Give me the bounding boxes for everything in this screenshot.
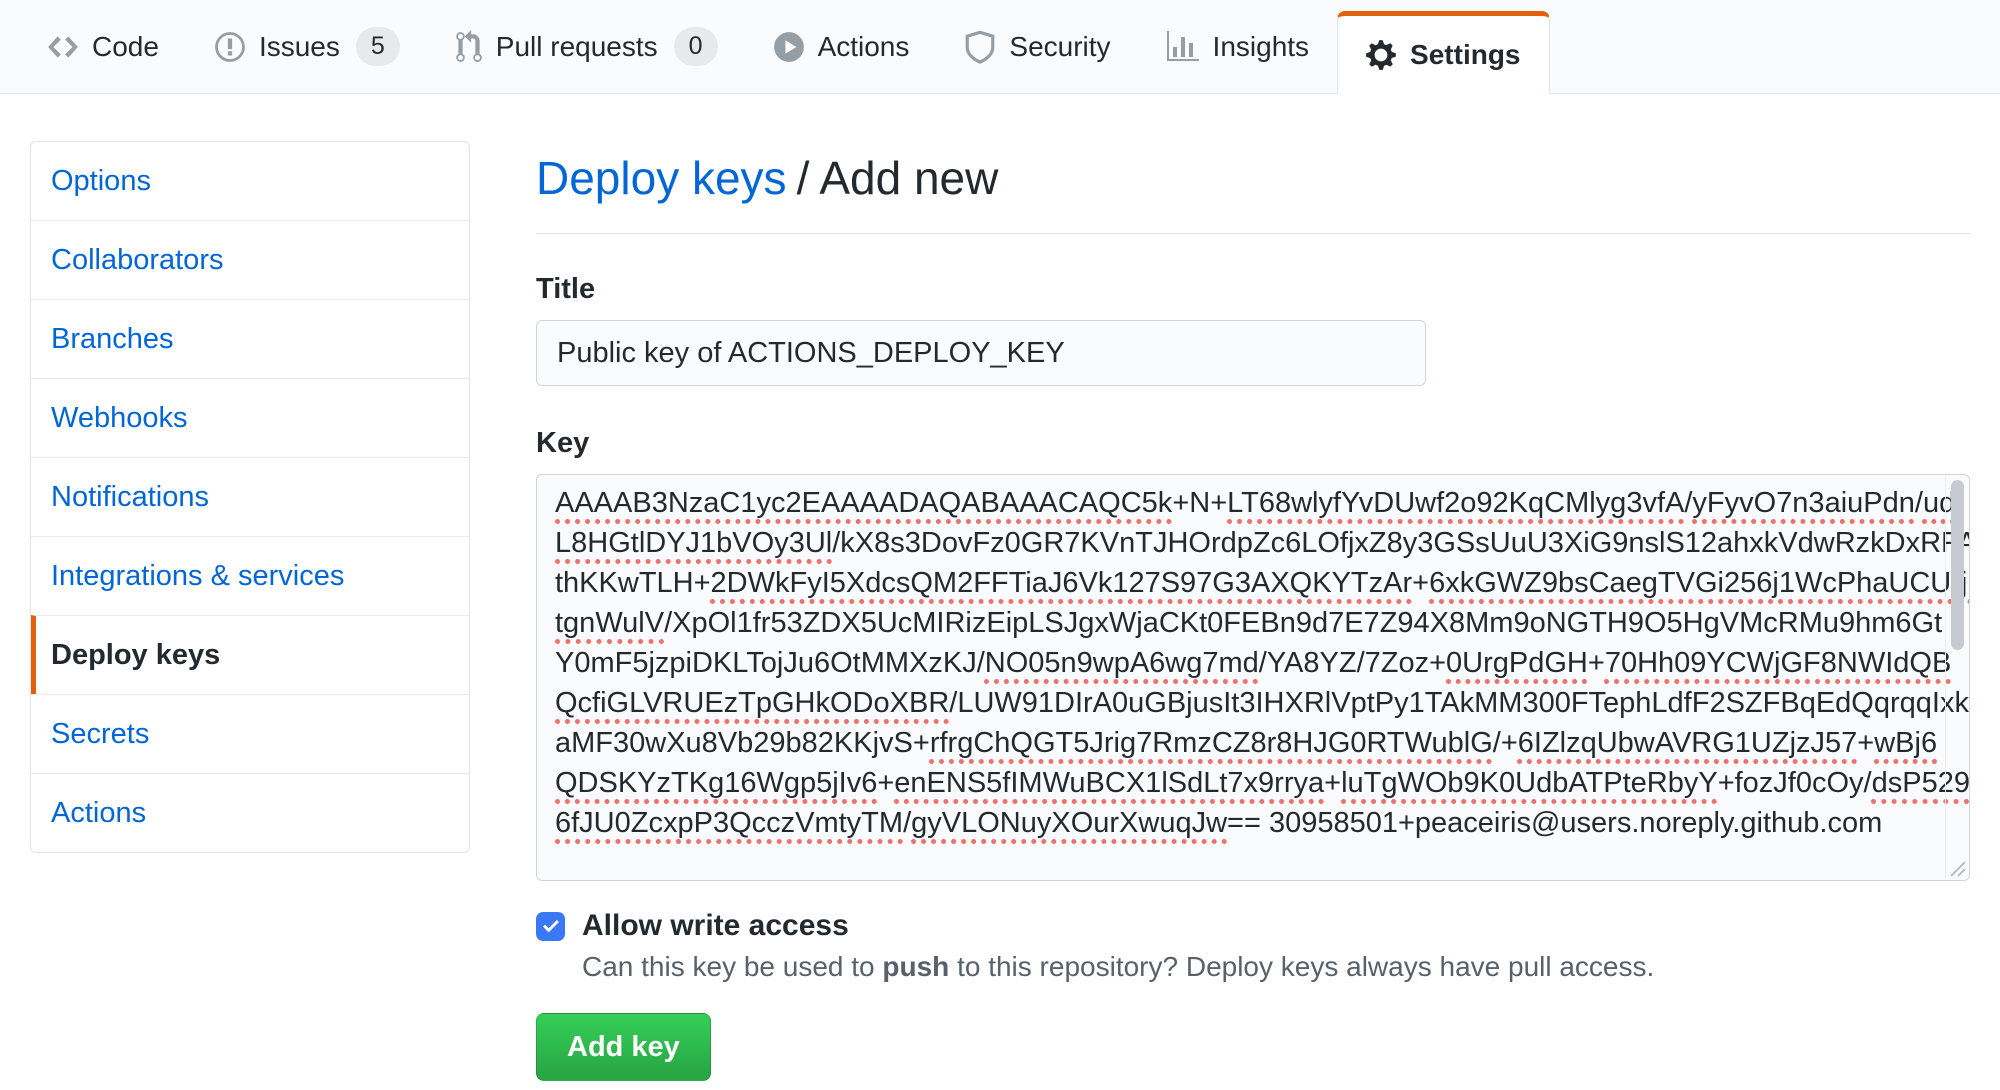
- page-title: Deploy keys/Add new: [536, 150, 1970, 206]
- key-label: Key: [536, 427, 590, 459]
- issue-icon: [215, 30, 245, 64]
- sidebar-item-branches[interactable]: Branches: [31, 299, 469, 378]
- key-text-line: 6fJU0ZcxpP3QcczVmtyTM/gyVLONuyXOurXwuqJw…: [555, 807, 1883, 839]
- sidebar-item-collaborators[interactable]: Collaborators: [31, 220, 469, 299]
- tab-code[interactable]: Code: [20, 0, 187, 93]
- tab-settings[interactable]: Settings: [1337, 11, 1550, 94]
- textarea-scrollbar-thumb[interactable]: [1951, 480, 1964, 650]
- counter-badge: 0: [673, 27, 718, 66]
- title-input[interactable]: [536, 320, 1426, 386]
- tab-label: Issues: [258, 30, 340, 62]
- key-text-line: QcfiGLVRUEzTpGHkODoXBR/LUW91DIrA0uGBjusI…: [555, 687, 1969, 719]
- play-icon: [773, 30, 804, 64]
- shield-icon: [965, 30, 995, 64]
- key-text-line: L8HGtlDYJ1bVOy3Ul/kX8s3DovFz0GR7KVnTJHOr…: [555, 527, 1970, 559]
- key-text-line: AAAAB3NzaC1yc2EAAAADAQABAAACAQC5k+N+LT68…: [555, 487, 1956, 519]
- add-key-button[interactable]: Add key: [536, 1013, 711, 1081]
- tab-issues[interactable]: Issues 5: [187, 0, 428, 93]
- key-textarea[interactable]: AAAAB3NzaC1yc2EAAAADAQABAAACAQC5k+N+LT68…: [536, 474, 1970, 881]
- pull-request-icon: [456, 29, 482, 64]
- tab-label: Code: [92, 30, 159, 62]
- tab-pull-requests[interactable]: Pull requests 0: [428, 0, 746, 93]
- counter-badge: 5: [355, 27, 400, 66]
- check-icon: [540, 915, 562, 937]
- sidebar-item-secrets[interactable]: Secrets: [31, 694, 469, 773]
- breadcrumb-separator: /: [796, 152, 810, 204]
- tab-label: Actions: [817, 30, 910, 62]
- deploy-keys-breadcrumb-link[interactable]: Deploy keys: [536, 152, 787, 204]
- tab-insights[interactable]: Insights: [1139, 0, 1338, 93]
- title-label: Title: [536, 273, 596, 305]
- gear-icon: [1366, 38, 1396, 72]
- tab-label: Pull requests: [495, 30, 658, 62]
- sidebar-item-webhooks[interactable]: Webhooks: [31, 378, 469, 457]
- tab-actions[interactable]: Actions: [746, 0, 938, 93]
- graph-icon: [1166, 30, 1199, 63]
- sidebar-item-integrations-services[interactable]: Integrations & services: [31, 536, 469, 615]
- textarea-scrollbar-track: [1945, 476, 1969, 879]
- code-icon: [48, 30, 78, 64]
- tab-label: Security: [1009, 30, 1111, 62]
- sidebar-item-notifications[interactable]: Notifications: [31, 457, 469, 536]
- sidebar-item-options[interactable]: Options: [51, 165, 151, 197]
- key-text-line: QDSKYzTKg16Wgp5jIv6+enENS5fIMWuBCX1lSdLt…: [555, 767, 1970, 799]
- main-content: Deploy keys/Add new Title Key AAAAB3NzaC…: [536, 141, 1970, 1081]
- breadcrumb-current: Add new: [819, 152, 999, 204]
- key-text-line: aMF30wXu8Vb29b82KKjvS+rfrgChQGT5Jrig7Rmz…: [555, 727, 1938, 759]
- tab-label: Settings: [1410, 39, 1521, 70]
- repo-nav-tabs: Code Issues 5 Pull requests 0 Actions Security…: [20, 0, 1550, 94]
- key-text-line: tgnWulV/XpOl1fr53ZDX5UcMIRizEipLSJgxWjaC…: [555, 607, 1943, 639]
- allow-write-access-row: Allow write access: [536, 907, 1970, 945]
- allow-write-access-checkbox[interactable]: [536, 911, 565, 941]
- key-text: AAAAB3NzaC1yc2EAAAADAQABAAACAQC5k+N+LT68…: [555, 483, 1970, 843]
- sidebar-item-deploy-keys[interactable]: Deploy keys: [31, 615, 469, 694]
- sidebar-item-actions[interactable]: Actions: [31, 773, 469, 852]
- repo-nav: Code Issues 5 Pull requests 0 Actions Security…: [0, 0, 2000, 94]
- allow-write-access-label: Allow write access: [582, 909, 849, 942]
- write-access-note: Can this key be used to push to this rep…: [582, 951, 1655, 982]
- key-text-line: thKKwTLH+2DWkFyI5XdcsQM2FFTiaJ6Vk127S97G…: [555, 567, 1970, 599]
- key-text-line: Y0mF5jzpiDKLTojJu6OtMMXzKJ/NO05n9wpA6wg7…: [555, 647, 1952, 679]
- textarea-resize-grip[interactable]: [1943, 854, 1967, 878]
- heading-divider: [536, 233, 1970, 234]
- tab-security[interactable]: Security: [937, 0, 1138, 93]
- tab-label: Insights: [1212, 30, 1310, 62]
